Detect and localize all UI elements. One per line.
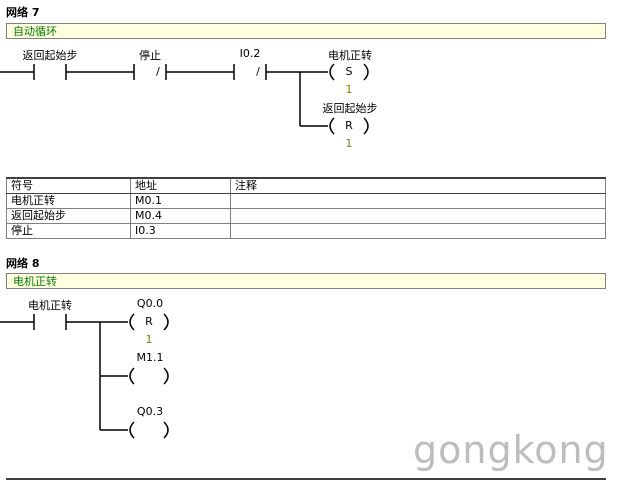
coil-label-q0-0: Q0.0 xyxy=(136,297,164,310)
table-row[interactable]: 返回起始步 M0.4 xyxy=(6,208,606,224)
network-8-comment[interactable]: 电机正转 xyxy=(6,273,606,289)
contact-label-stop: 停止 xyxy=(139,49,161,62)
coil-label-motor-forward: 电机正转 xyxy=(328,49,372,62)
table-header-row: 符号 地址 注释 xyxy=(6,177,606,194)
contact-symbol-stop: / xyxy=(156,65,160,78)
network-8-title: 网络 8 xyxy=(6,257,40,270)
cell-address: M0.4 xyxy=(130,208,231,224)
coil-symbol-set: S xyxy=(345,65,353,78)
coil-symbol-reset: R xyxy=(345,119,353,132)
network-7-comment[interactable]: 自动循环 xyxy=(6,23,606,39)
column-header-address[interactable]: 地址 xyxy=(130,177,231,194)
cell-address: I0.3 xyxy=(130,223,231,239)
table-row[interactable]: 电机正转 M0.1 xyxy=(6,193,606,209)
column-header-comment[interactable]: 注释 xyxy=(230,177,606,194)
contact-label-motor-forward: 电机正转 xyxy=(28,299,72,312)
coil-label-return-start: 返回起始步 xyxy=(322,102,378,115)
cell-address: M0.1 xyxy=(130,193,231,209)
watermark-logo: gongkong xyxy=(413,428,609,472)
coil-label-q0-3: Q0.3 xyxy=(136,405,164,418)
network-7-title: 网络 7 xyxy=(6,6,40,19)
coil-label-m1-1: M1.1 xyxy=(136,351,164,364)
coil-value: 1 xyxy=(345,137,353,150)
symbol-table-partial xyxy=(6,478,606,484)
cell-symbol: 返回起始步 xyxy=(6,208,131,224)
contact-label-i0-2: I0.2 xyxy=(239,47,261,60)
contact-label-return-start: 返回起始步 xyxy=(22,49,78,62)
cell-comment xyxy=(230,223,606,239)
cell-comment xyxy=(230,193,606,209)
symbol-table: 符号 地址 注释 电机正转 M0.1 返回起始步 M0.4 停止 I0.3 xyxy=(6,177,606,239)
coil-value: 1 xyxy=(345,83,353,96)
cell-symbol: 停止 xyxy=(6,223,131,239)
cell-comment xyxy=(230,208,606,224)
table-row[interactable]: 停止 I0.3 xyxy=(6,223,606,239)
column-header-symbol[interactable]: 符号 xyxy=(6,177,131,194)
coil-value: 1 xyxy=(145,333,153,346)
cell-symbol: 电机正转 xyxy=(6,193,131,209)
coil-symbol-reset: R xyxy=(145,315,153,328)
contact-symbol-i0-2: / xyxy=(256,65,260,78)
